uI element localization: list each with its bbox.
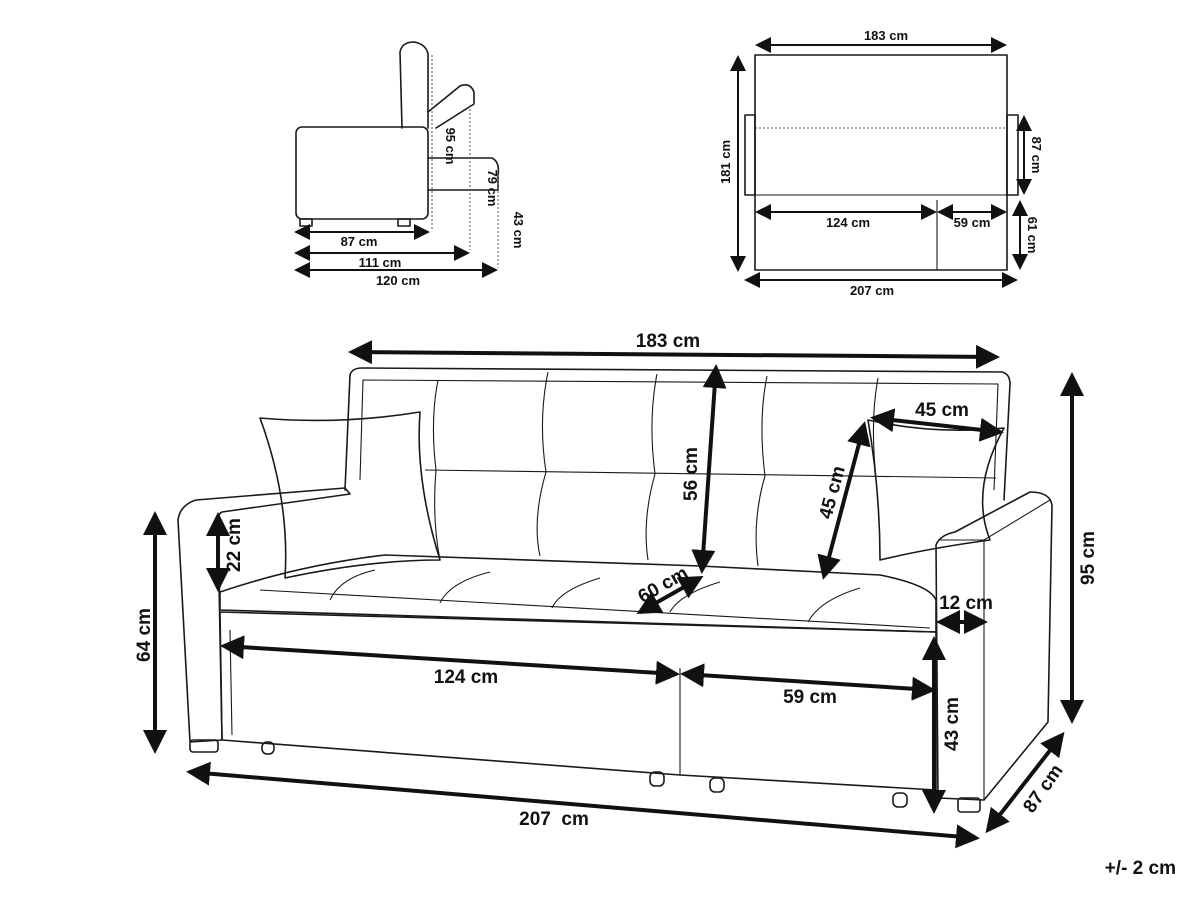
top-length-label: 181 cm — [718, 140, 733, 184]
side-foot — [397, 218, 411, 227]
left-pillow — [259, 411, 441, 579]
side-seat-body — [295, 126, 429, 220]
total-width-label: 207 cm — [519, 809, 589, 830]
side-height-seat-label: 43 cm — [511, 212, 526, 249]
main-view: 183 cm 45 cm 45 cm 56 cm 22 cm 64 cm 60 … — [134, 331, 1099, 849]
arm-height-label: 64 cm — [134, 608, 155, 662]
back-height-label: 56 cm — [681, 447, 702, 501]
backrest — [344, 367, 1011, 501]
right-arm — [935, 491, 1053, 801]
side-backrest — [399, 41, 429, 129]
side-reclined-back — [427, 84, 475, 129]
top-left-arm — [744, 114, 756, 196]
tolerance-note: +/- 2 cm — [1104, 858, 1176, 879]
side-depth-bed-label: 120 cm — [376, 273, 420, 288]
top-bed-outline — [754, 54, 1008, 271]
top-seat-depth-label: 87 cm — [1029, 137, 1044, 174]
wheel — [261, 741, 275, 755]
top-total-width-label: 207 cm — [850, 283, 894, 298]
side-depth-recline-label: 111 cm — [359, 255, 402, 270]
inner-width-label: 183 cm — [636, 331, 700, 352]
right-pillow — [867, 419, 1005, 561]
pillow-width-label: 45 cm — [915, 400, 969, 421]
total-depth-label: 87 cm — [1019, 761, 1067, 817]
side-bed-extension — [427, 157, 500, 191]
arm-above-seat-label: 22 cm — [224, 518, 245, 572]
seat-cushion — [219, 554, 937, 633]
side-height-back-label: 95 cm — [443, 128, 458, 165]
top-right-arm — [1006, 114, 1019, 196]
top-ext-depth-label: 61 cm — [1025, 217, 1040, 254]
wheel — [709, 777, 725, 793]
top-bed-ext-label: 59 cm — [954, 215, 991, 230]
seat-height-label: 43 cm — [942, 697, 963, 751]
seat-main-width-label: 124 cm — [434, 667, 498, 688]
seat-ext-width-label: 59 cm — [783, 687, 837, 708]
top-bed-main-label: 124 cm — [826, 215, 870, 230]
arm-width-label: 12 cm — [939, 593, 993, 614]
side-foot — [299, 218, 313, 227]
wheel — [892, 792, 908, 808]
foot — [189, 739, 219, 753]
top-view: 183 cm 181 cm 87 cm 124 cm 59 cm 61 cm 2… — [718, 28, 1044, 298]
top-width-label: 183 cm — [864, 28, 908, 43]
side-depth-label: 87 cm — [341, 234, 378, 249]
side-view: 87 cm 111 cm 120 cm 95 cm 79 cm 43 cm — [294, 41, 526, 288]
total-height-label: 95 cm — [1078, 531, 1099, 585]
side-height-recline-label: 79 cm — [485, 170, 500, 207]
